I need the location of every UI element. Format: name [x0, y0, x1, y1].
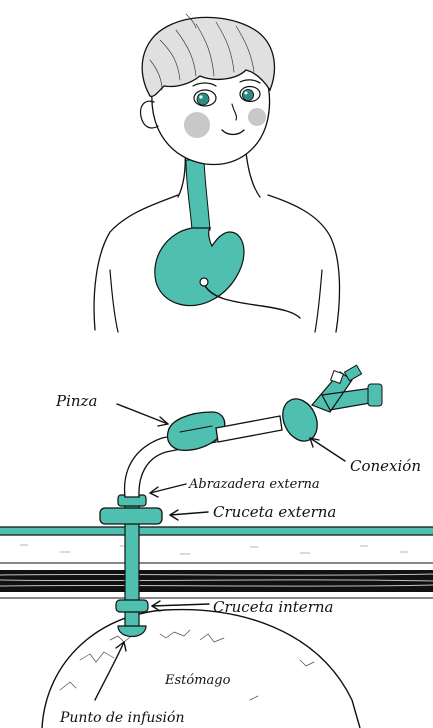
internal-bolster: [116, 600, 148, 612]
child-figure: [94, 14, 339, 332]
label-cruceta-externa: Cruceta externa: [213, 503, 336, 521]
label-cruceta-interna: Cruceta interna: [213, 598, 333, 616]
label-abrazadera-externa: Abrazadera externa: [188, 477, 320, 492]
esophagus: [186, 160, 210, 230]
label-conexion: Conexión: [350, 457, 421, 475]
stomach-shape: [155, 228, 244, 306]
label-pinza: Pinza: [55, 392, 97, 410]
label-punto-de-infusion: Punto de infusión: [59, 710, 184, 726]
cross-section: Pinza Conexión Abrazadera externa Crucet…: [0, 365, 433, 728]
label-estomago: Estómago: [164, 673, 231, 688]
connector-ports: [312, 372, 376, 412]
external-bolster: [100, 508, 162, 524]
